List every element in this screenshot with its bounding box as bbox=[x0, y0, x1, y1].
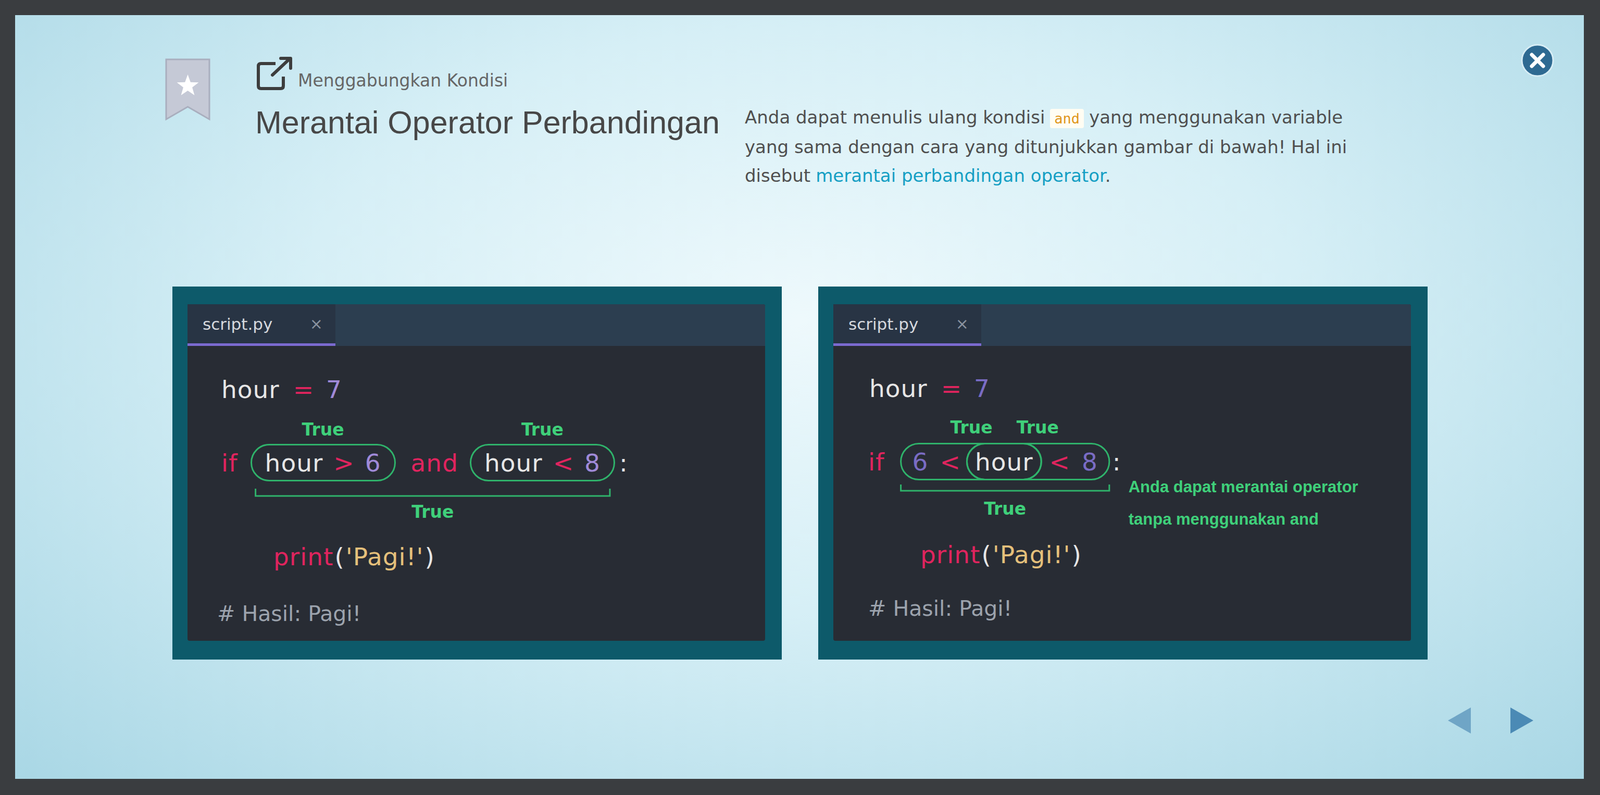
close-button bbox=[1521, 44, 1554, 77]
keyword: if bbox=[868, 447, 885, 477]
punctuation: ( bbox=[981, 540, 992, 569]
description-paragraph: Anda dapat menulis ulang kondisiandyang … bbox=[744, 103, 1381, 191]
code-line: hour = 7 bbox=[869, 364, 991, 412]
lesson-title: Merantai Operator Perbandingan bbox=[255, 104, 720, 141]
number-literal: 8 bbox=[584, 448, 601, 478]
bookmark-star bbox=[177, 74, 199, 96]
variable-name: hour bbox=[975, 447, 1034, 477]
result-label: True bbox=[983, 498, 1027, 519]
condition-oval: hour <8 bbox=[469, 443, 616, 482]
link-text: merantai perbandingan operator bbox=[815, 165, 1106, 186]
file-tab-name: script.py bbox=[848, 314, 919, 334]
function-name: print bbox=[920, 540, 981, 569]
comparison-operator: < bbox=[1049, 447, 1071, 477]
file-tab: script.py × bbox=[833, 304, 982, 346]
keyword: if bbox=[221, 448, 239, 478]
condition-oval bbox=[966, 443, 1109, 480]
string-literal: 'Pagi!' bbox=[345, 542, 424, 571]
code-line: hour = 7 bbox=[221, 365, 343, 413]
close-icon bbox=[1531, 54, 1544, 67]
file-tab: script.py × bbox=[187, 304, 336, 346]
code-line: if 6 < <8: hour bbox=[868, 438, 1122, 485]
number-literal: 7 bbox=[326, 375, 343, 404]
lesson-modal: Merantai Operator Perbandingan Menggabung… bbox=[15, 15, 1584, 779]
description-text: Anda dapat menulis ulang kondisi bbox=[744, 106, 1045, 128]
external-link-arrow bbox=[272, 58, 290, 75]
annotation-container: True bbox=[950, 417, 993, 438]
result-label: True bbox=[950, 417, 993, 438]
number-literal: 6 bbox=[912, 447, 929, 477]
punctuation: : bbox=[619, 448, 629, 478]
annotation-container: True bbox=[1016, 417, 1059, 438]
callout-note: Anda dapat merantai operator tanpa mengg… bbox=[1128, 477, 1359, 529]
comparison-operator: < bbox=[940, 447, 961, 477]
result-label: True bbox=[302, 419, 345, 440]
variable-name: hour bbox=[221, 375, 280, 404]
section-heading: Menggabungkan Kondisi bbox=[297, 70, 508, 91]
result-label: True bbox=[411, 501, 454, 522]
tab-close: × bbox=[955, 314, 969, 333]
number-literal: 6 bbox=[365, 448, 382, 478]
editor-window: script.py × hour = 7 if and: hour >6 hour <8 print(… bbox=[187, 304, 766, 641]
tab-bar: script.py × bbox=[187, 304, 766, 346]
assign-operator: = bbox=[941, 373, 962, 403]
bookmark-icon bbox=[166, 59, 210, 120]
comparison-operator: > bbox=[333, 448, 355, 478]
previous-arrow bbox=[1447, 707, 1471, 734]
punctuation: . bbox=[1105, 165, 1111, 186]
punctuation: : bbox=[1112, 447, 1122, 477]
file-tab-name: script.py bbox=[202, 314, 273, 334]
next-arrow bbox=[1510, 707, 1534, 734]
annotation-container: True bbox=[983, 498, 1027, 519]
editor-window: script.py × hour = 7 if 6 < <8: hour print('Pagi!'… bbox=[833, 304, 1411, 641]
tab-bar: script.py × bbox=[833, 304, 1411, 346]
close-icon bbox=[1531, 54, 1544, 67]
code-editor: script.py × hour = 7 if and: hour >6 hour <8 print(… bbox=[172, 286, 782, 660]
annotation-container: True bbox=[302, 419, 345, 440]
code-editor: script.py × hour = 7 if 6 < <8: hour print('Pagi!'… bbox=[818, 286, 1428, 660]
punctuation: ) bbox=[424, 542, 435, 571]
punctuation: ) bbox=[1071, 540, 1082, 569]
code-comment: # Hasil: Pagi! bbox=[217, 601, 361, 627]
code-line: # Hasil: Pagi! bbox=[217, 590, 361, 637]
heading-container: Menggabungkan Kondisi bbox=[297, 70, 508, 91]
variable-name: hour bbox=[869, 373, 928, 403]
number-literal: 8 bbox=[1081, 447, 1098, 477]
annotation-container: True bbox=[411, 501, 454, 522]
bracket bbox=[255, 488, 610, 496]
code-line: print('Pagi!') bbox=[920, 530, 1082, 578]
number-literal: 7 bbox=[973, 373, 991, 403]
variable-name: hour bbox=[484, 448, 543, 478]
condition-oval: hour >6 bbox=[250, 443, 396, 482]
result-label: True bbox=[1016, 417, 1059, 438]
variable-name: hour bbox=[265, 448, 324, 478]
inline-code: and bbox=[1050, 108, 1084, 129]
tab-close: × bbox=[309, 314, 323, 333]
external-link-arrowhead bbox=[280, 58, 291, 69]
function-name: print bbox=[273, 542, 334, 571]
string-literal: 'Pagi!' bbox=[992, 540, 1071, 569]
title-container: Merantai Operator Perbandingan bbox=[255, 104, 720, 141]
annotation-container: True bbox=[521, 419, 564, 440]
comparison-operator: < bbox=[553, 448, 574, 478]
code-line: if and: hour >6 hour <8 bbox=[221, 439, 629, 486]
bracket bbox=[901, 484, 1110, 491]
code-line: # Hasil: Pagi! bbox=[868, 584, 1012, 632]
annotation-container: Anda dapat merantai operator tanpa mengg… bbox=[1128, 470, 1403, 536]
code-comment: # Hasil: Pagi! bbox=[868, 595, 1012, 621]
punctuation: ( bbox=[334, 542, 345, 571]
shared-variable-oval: hour bbox=[966, 442, 1043, 481]
keyword: and bbox=[410, 448, 459, 478]
assign-operator: = bbox=[293, 375, 315, 404]
result-label: True bbox=[521, 419, 564, 440]
code-line: print('Pagi!') bbox=[273, 532, 435, 580]
